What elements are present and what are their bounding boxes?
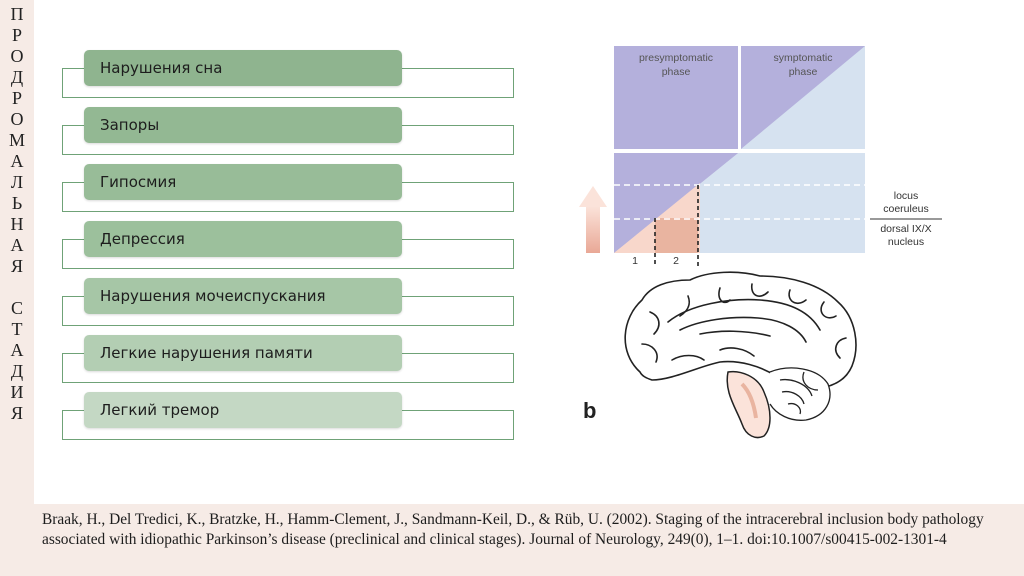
reference-text: Braak, H., Del Tredici, K., Bratzke, H.,…: [42, 511, 984, 548]
nucleus-label: nucleus: [888, 236, 924, 248]
symptomatic-panel: [741, 46, 865, 149]
side-title-letter: Т: [11, 319, 23, 339]
side-title-letter: Я: [10, 256, 23, 276]
side-title-letter: А: [10, 340, 24, 360]
symptom-label: Легкие нарушения памяти: [84, 335, 402, 371]
symptomatic-label: symptomatic: [774, 52, 833, 64]
symptomatic-phase-label: phase: [789, 66, 818, 78]
staging-panel: [614, 153, 865, 266]
side-title-letter: Р: [11, 25, 22, 45]
side-title-letter: [0, 277, 34, 298]
locus-label: locus: [894, 190, 919, 202]
side-title-letter: Л: [10, 172, 24, 192]
side-title-letter: П: [10, 4, 24, 24]
progression-arrow-icon: [579, 186, 607, 253]
presymptomatic-phase-label: phase: [662, 66, 691, 78]
panel-letter: b: [583, 398, 596, 423]
coeruleus-label: coeruleus: [883, 203, 929, 215]
side-title-letter: Д: [10, 67, 24, 87]
symptom-label: Легкий тремор: [84, 392, 402, 428]
stage-1-label: 1: [632, 255, 638, 267]
braak-staging-figure: presymptomatic phase symptomatic phase 1…: [579, 46, 942, 439]
stage-2-label: 2: [673, 255, 679, 267]
side-title-letter: Д: [10, 361, 24, 381]
cerebellum-icon: [769, 367, 831, 421]
brainstem-icon: [726, 370, 771, 439]
symptom-label: Нарушения мочеиспускания: [84, 278, 402, 314]
side-title-letter: А: [10, 151, 24, 171]
reference-box: Braak, H., Del Tredici, K., Bratzke, H.,…: [34, 504, 1024, 576]
side-title-letter: Р: [11, 88, 22, 108]
symptom-label: Депрессия: [84, 221, 402, 257]
symptom-label: Нарушения сна: [84, 50, 402, 86]
presymptomatic-label: presymptomatic: [639, 52, 713, 64]
presymptomatic-panel: [614, 46, 738, 149]
dorsal-label: dorsal IX/X: [880, 223, 931, 235]
side-title-letter: О: [10, 109, 24, 129]
side-title-letter: Н: [10, 214, 24, 234]
side-title-letter: С: [10, 298, 23, 318]
side-title-letter: А: [10, 235, 24, 255]
side-title-letter: И: [10, 382, 24, 402]
side-title-letter: Я: [10, 403, 23, 423]
brain-icon: [624, 271, 857, 391]
side-title-letter: О: [10, 46, 24, 66]
side-title-letter: М: [8, 130, 25, 150]
symptom-label: Запоры: [84, 107, 402, 143]
side-title-letter: Ь: [11, 193, 23, 213]
symptom-label: Гипосмия: [84, 164, 402, 200]
